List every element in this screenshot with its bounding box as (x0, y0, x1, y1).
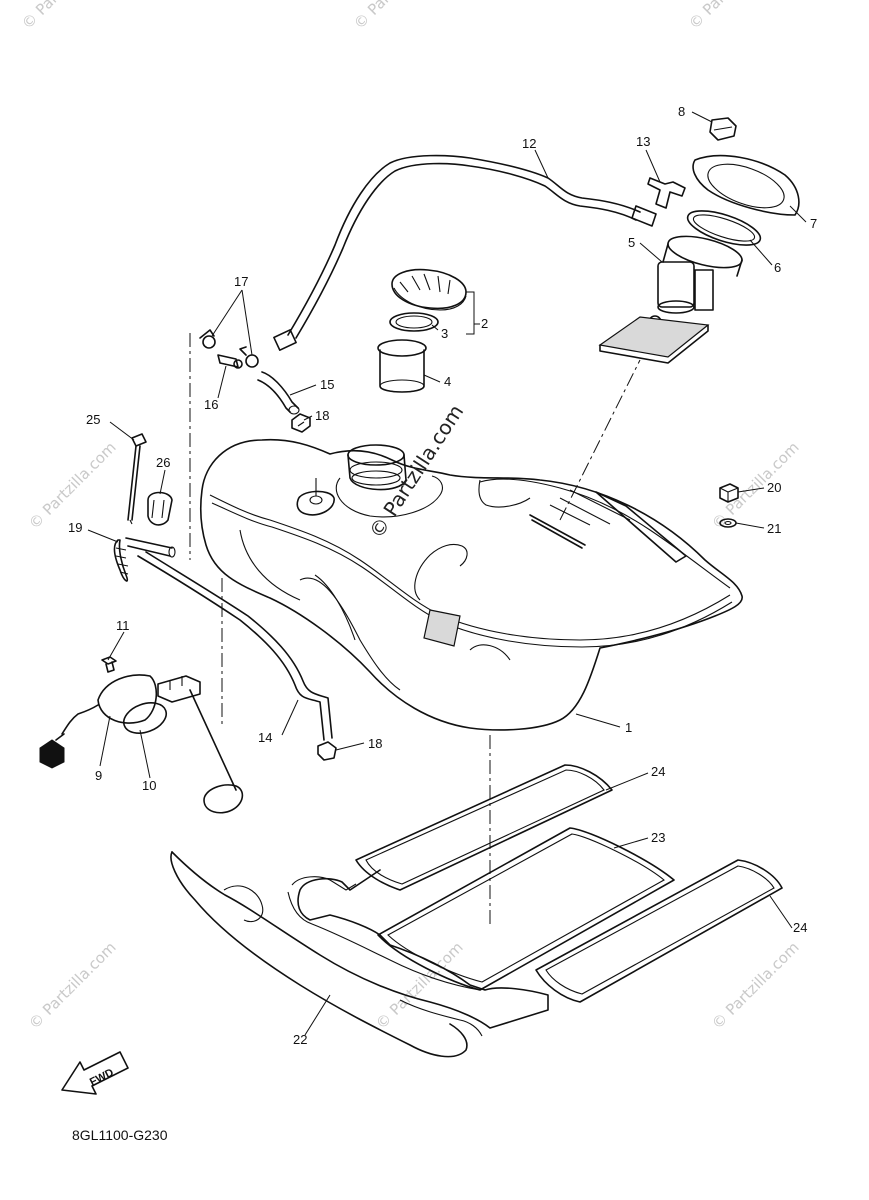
callout-12: 12 (522, 136, 536, 151)
nut-20 (719, 483, 739, 503)
callout-15: 15 (320, 377, 334, 392)
filler-neck-4 (377, 339, 427, 393)
watermark-group: © Partzilla.com © Partzilla.com © Partzi… (18, 0, 803, 1033)
filler-cap-2 (391, 268, 467, 311)
watermark: © Partzilla.com (350, 0, 445, 33)
fwd-label: FWD (88, 1067, 116, 1089)
forward-arrow-icon: FWD (61, 1051, 129, 1095)
callout-17: 17 (234, 274, 248, 289)
callout-16: 16 (204, 397, 218, 412)
callout-7: 7 (810, 216, 817, 231)
clamp-26 (147, 491, 173, 526)
pad-24-upper (355, 764, 613, 891)
callout-22: 22 (293, 1032, 307, 1047)
callout-1: 1 (625, 720, 632, 735)
watermark: © Partzilla.com (18, 0, 113, 33)
hose-15 (257, 371, 300, 415)
callout-3: 3 (441, 326, 448, 341)
watermark: © Partzilla.com (708, 438, 803, 533)
filler-gasket-3 (389, 312, 439, 332)
sender-unit-9 (39, 674, 158, 769)
watermark: © Partzilla.com (685, 0, 780, 33)
o-ring-10 (122, 702, 168, 734)
fuel-pump-5 (598, 235, 743, 364)
callout-23: 23 (651, 830, 665, 845)
bolt-11 (101, 656, 117, 673)
diagram-code: 8GL1100-G230 (72, 1127, 168, 1143)
callout-24: 24 (651, 764, 665, 779)
valve-18-lower (317, 741, 337, 761)
valve-18-upper (291, 413, 311, 433)
gasket-6 (686, 210, 762, 246)
callout-25: 25 (86, 412, 100, 427)
cap-nut-8 (709, 117, 737, 141)
leader-lines (87, 111, 807, 1036)
callout-18: 18 (315, 408, 329, 423)
callout-14: 14 (258, 730, 272, 745)
callout-10: 10 (142, 778, 156, 793)
callout-26: 26 (156, 455, 170, 470)
callout-4: 4 (444, 374, 451, 389)
callout-11: 11 (116, 618, 130, 633)
pump-plate-7 (692, 154, 800, 216)
fuel-tank-1 (200, 438, 743, 731)
overflow-hose-14 (137, 551, 333, 741)
callout-18: 18 (368, 736, 382, 751)
cable-tie-25 (127, 433, 147, 525)
under-guard-22 (170, 851, 549, 1058)
joint-16 (217, 354, 243, 369)
watermark: © Partzilla.com (708, 938, 803, 1033)
callout-24: 24 (793, 920, 807, 935)
callout-labels: 8 12 13 7 6 5 2 3 4 17 16 15 18 25 26 19… (68, 104, 817, 1047)
assembly-lines (189, 333, 641, 925)
level-sender-float (157, 675, 244, 814)
watermark: © Partzilla.com (25, 438, 120, 533)
pad-24-lower (535, 859, 783, 1003)
callout-13: 13 (636, 134, 650, 149)
callout-8: 8 (678, 104, 685, 119)
pad-23 (377, 827, 675, 991)
callout-20: 20 (767, 480, 781, 495)
callout-19: 19 (68, 520, 82, 535)
breather-hose-12 (273, 154, 657, 351)
callout-2: 2 (481, 316, 488, 331)
watermark: © Partzilla.com (25, 938, 120, 1033)
callout-6: 6 (774, 260, 781, 275)
hose-holder-13 (647, 177, 686, 209)
callout-5: 5 (628, 235, 635, 250)
harness-19 (113, 537, 176, 582)
callout-21: 21 (767, 521, 781, 536)
callout-9: 9 (95, 768, 102, 783)
